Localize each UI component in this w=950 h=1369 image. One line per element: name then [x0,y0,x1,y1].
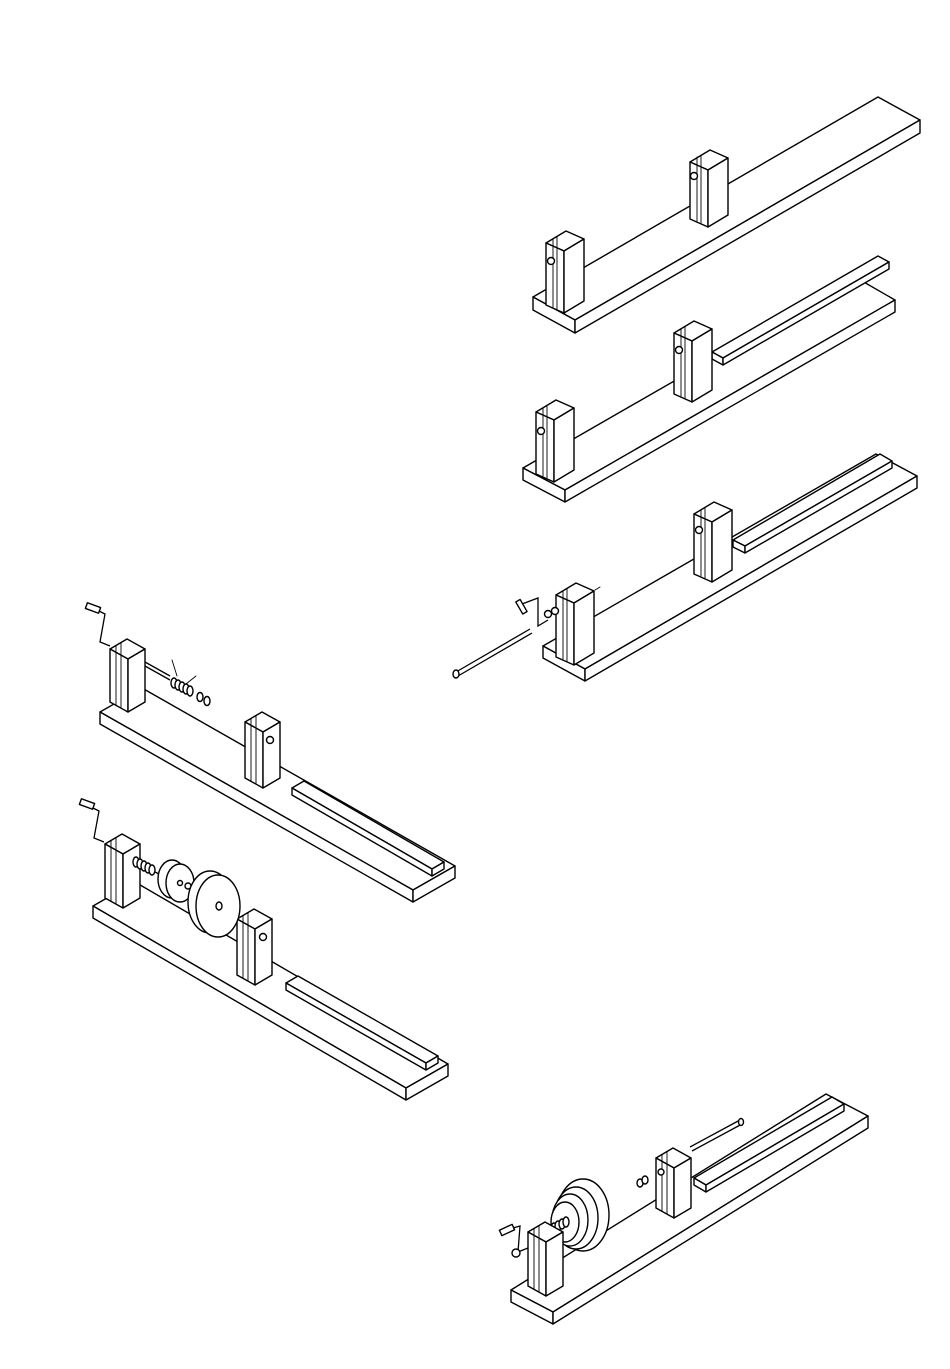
right-upright [656,1148,691,1218]
right-upright [694,502,732,582]
screw-icon [691,173,698,180]
right-upright [237,909,272,985]
screw-icon [260,934,267,941]
washers [197,693,210,706]
right-upright [674,321,712,402]
left-upright [536,400,574,482]
left-upright [556,583,594,665]
left-upright [528,1222,563,1296]
nut-icon [545,611,552,618]
washer-icon [642,1176,648,1184]
right-upright [690,150,728,227]
screw-icon [696,527,703,534]
washer-icon [197,693,203,702]
washer-icon [552,608,559,615]
screw-icon [658,1169,664,1175]
loose-rod [690,1119,744,1152]
left-upright [110,639,145,712]
nut-icon [204,697,210,706]
left-upright [105,834,140,908]
spring [171,660,196,696]
crank-handle [79,799,104,842]
left-upright [546,231,584,313]
step-6-illustration [499,1094,868,1324]
screw-icon [538,428,545,435]
hole-icon [216,902,222,910]
hole-icon [178,881,183,886]
nut [637,1176,648,1187]
screw-icon [267,737,274,744]
right-upright [245,712,280,788]
rod-end-icon [453,670,459,678]
crank-handle [499,1224,528,1257]
nut-icon [512,1249,520,1257]
screw-icon [676,347,683,354]
base-board [93,882,448,1100]
step-4-illustration [85,603,455,902]
rod-end-icon [739,1119,744,1126]
threaded-rod [453,629,532,678]
screw-icon [548,258,555,265]
step-3-illustration [453,454,917,681]
